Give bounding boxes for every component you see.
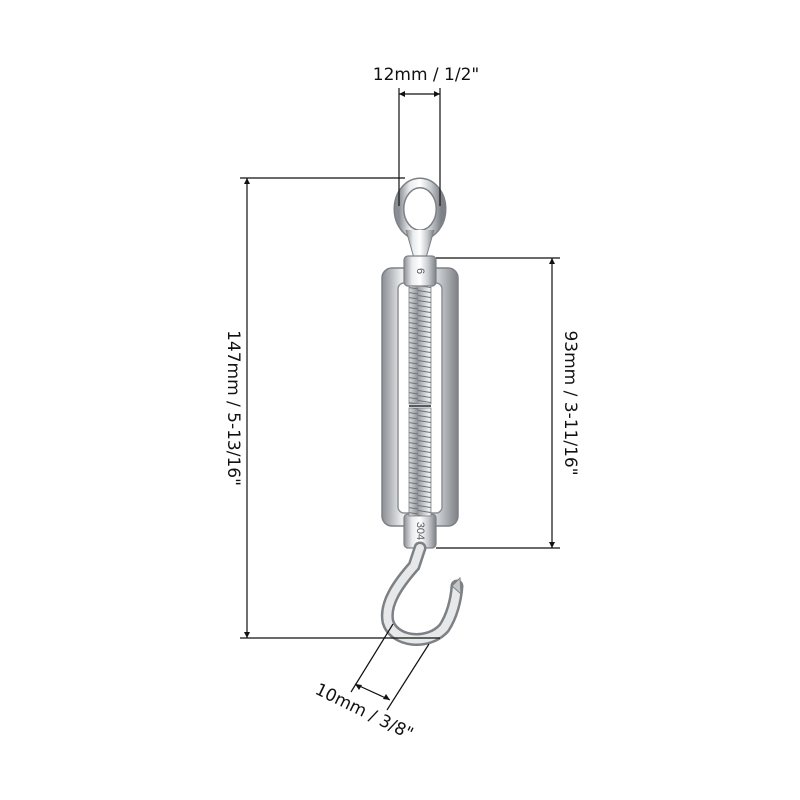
eye-width-dimension: 12mm / 1/2" bbox=[373, 65, 479, 206]
bottom-boss-marking: 304 bbox=[414, 522, 426, 540]
eye-width-label: 12mm / 1/2" bbox=[373, 65, 479, 85]
turnbuckle: 6 304 bbox=[380, 177, 464, 646]
body-length-label: 93mm / 3-11/16" bbox=[560, 330, 580, 475]
eye-end bbox=[393, 177, 447, 259]
hook-end bbox=[380, 541, 464, 646]
top-boss-marking: 6 bbox=[414, 268, 426, 274]
body-length-dimension: 93mm / 3-11/16" bbox=[436, 257, 580, 549]
overall-length-label: 147mm / 5-13/16" bbox=[223, 330, 243, 486]
turnbuckle-body: 6 304 bbox=[381, 255, 459, 549]
overall-length-dimension: 147mm / 5-13/16" bbox=[223, 177, 440, 639]
